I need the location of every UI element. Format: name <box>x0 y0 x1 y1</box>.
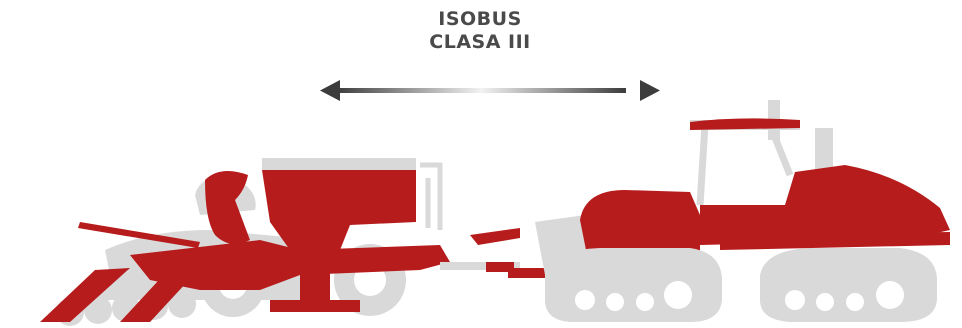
tracked-tractor-icon <box>535 100 950 322</box>
seed-drill-icon <box>40 158 548 326</box>
double-headed-arrow-icon <box>320 80 660 101</box>
